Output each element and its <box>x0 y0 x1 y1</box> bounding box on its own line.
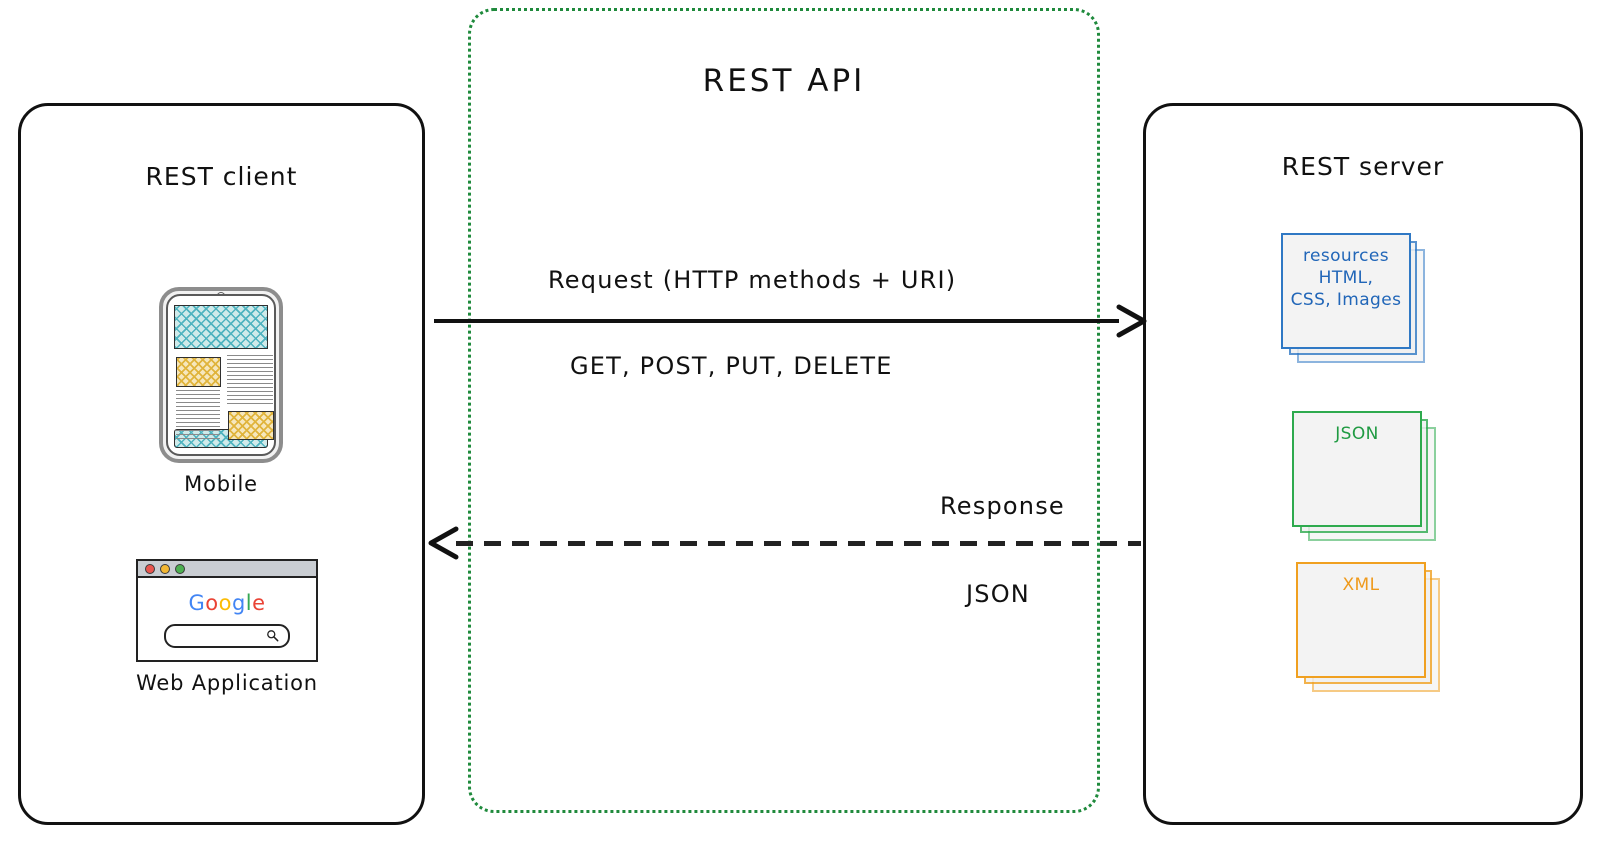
resources-line-2: HTML, <box>1318 268 1374 289</box>
arrowhead-left-icon <box>428 526 459 560</box>
request-label-bottom: GET, POST, PUT, DELETE <box>570 352 893 380</box>
resources-card-text: resources HTML, CSS, Images <box>1283 235 1409 311</box>
phone-text-lines-2 <box>176 390 220 440</box>
rest-client-box: REST client <box>18 103 425 825</box>
xml-card-text: XML <box>1298 564 1424 596</box>
request-arrow <box>430 304 1147 338</box>
response-arrow <box>428 526 1145 560</box>
resources-card: resources HTML, CSS, Images <box>1281 233 1411 349</box>
rest-server-title: REST server <box>1281 152 1445 181</box>
mobile-device: Mobile <box>159 287 283 496</box>
browser-window: Google <box>136 559 318 662</box>
arrowhead-right-icon <box>1116 304 1147 338</box>
json-card-text: JSON <box>1294 413 1420 445</box>
phone-image-thumb-1 <box>176 357 221 387</box>
web-application-label: Web Application <box>136 671 318 695</box>
browser-titlebar <box>138 561 316 578</box>
rest-client-title: REST client <box>145 162 298 191</box>
xml-card: XML <box>1296 562 1426 678</box>
request-label-top: Request (HTTP methods + URI) <box>548 266 957 294</box>
response-label-top: Response <box>940 492 1065 520</box>
request-arrow-line <box>434 319 1119 323</box>
json-line-1: JSON <box>1335 424 1379 444</box>
phone-screen <box>166 294 276 456</box>
window-close-icon[interactable] <box>145 563 155 574</box>
phone-text-lines-1 <box>227 355 273 405</box>
phone-image-thumb-2 <box>228 411 274 440</box>
response-arrow-line <box>456 541 1141 546</box>
phone-frame <box>159 287 283 463</box>
json-card-stack: JSON <box>1292 411 1438 543</box>
phone-header-banner <box>174 305 268 349</box>
mobile-label: Mobile <box>184 472 258 496</box>
browser-viewport: Google <box>138 578 316 660</box>
response-label-bottom: JSON <box>966 580 1030 608</box>
search-icon <box>267 629 279 641</box>
google-wordmark: Google <box>188 590 266 615</box>
rest-api-title: REST API <box>702 63 866 99</box>
json-card: JSON <box>1292 411 1422 527</box>
xml-line-1: XML <box>1342 575 1380 595</box>
resources-card-stack: resources HTML, CSS, Images <box>1281 233 1427 365</box>
resources-line-1: resources <box>1303 246 1389 266</box>
window-minimize-icon[interactable] <box>160 563 170 574</box>
search-input[interactable] <box>164 623 290 648</box>
web-application-device: Google Web Application <box>136 559 318 695</box>
resources-line-3: CSS, Images <box>1290 290 1402 311</box>
rest-api-region <box>468 8 1100 813</box>
window-maximize-icon[interactable] <box>175 563 185 574</box>
phone-content-area <box>174 353 274 440</box>
xml-card-stack: XML <box>1296 562 1442 694</box>
